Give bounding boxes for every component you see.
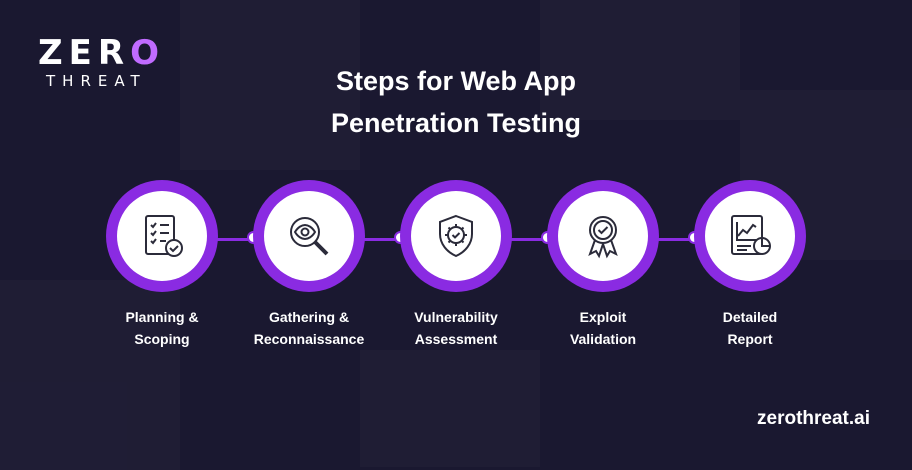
title-line-1: Steps for Web App	[335, 66, 576, 96]
logo-wordmark: ZERO	[38, 33, 165, 73]
step-disc	[264, 191, 354, 281]
website-link[interactable]: zerothreat.ai	[757, 408, 870, 429]
shield-gear-icon	[439, 214, 473, 258]
step-ring	[694, 180, 806, 292]
step-disc	[705, 191, 795, 281]
connector-line	[347, 238, 417, 241]
step-label: Gathering &Reconnaissance	[253, 309, 365, 347]
step-label: Planning &Scoping	[125, 309, 199, 347]
step-disc	[558, 191, 648, 281]
process-flow: Planning &Scoping Gathering &Reconnaissa…	[0, 180, 912, 360]
step-ring	[547, 180, 659, 292]
report-chart-icon	[731, 215, 771, 255]
step-disc	[411, 191, 501, 281]
step-disc	[117, 191, 207, 281]
connector-line	[494, 238, 564, 241]
step-planning: Planning &Scoping	[97, 180, 227, 350]
step-ring	[253, 180, 365, 292]
magnifier-eye-icon	[290, 217, 329, 256]
checklist-icon	[145, 215, 183, 257]
badge-check-icon	[588, 216, 618, 259]
title-line-2: Penetration Testing	[330, 108, 582, 138]
connector-line	[200, 238, 270, 241]
brand-logo: ZERO THREAT	[38, 36, 165, 90]
connector-line	[641, 238, 711, 241]
page-title: Steps for Web App Penetration Testing	[0, 60, 912, 144]
step-ring	[106, 180, 218, 292]
step-gathering: Gathering &Reconnaissance	[244, 180, 374, 350]
background-tile	[360, 350, 540, 467]
logo-subtitle: THREAT	[46, 72, 147, 90]
step-ring	[400, 180, 512, 292]
